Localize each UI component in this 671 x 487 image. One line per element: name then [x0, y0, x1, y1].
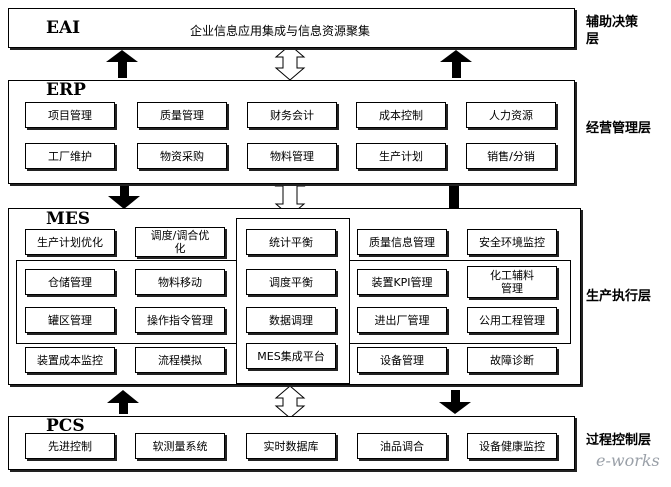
mes-box-data-reconciliation: 数据调理	[246, 307, 336, 333]
pcs-box-advanced-control: 先进控制	[25, 433, 115, 459]
layer-label-control: 过程控制层	[586, 433, 652, 448]
black-up-arrow-pcs-mes	[107, 390, 139, 414]
black-bar-erp-mes-right	[449, 184, 459, 208]
erp-box-project-mgmt: 项目管理	[25, 102, 115, 128]
pcs-box-soft-sensor: 软测量系统	[135, 433, 225, 459]
eai-subtitle: 企业信息应用集成与信息资源聚集	[190, 24, 371, 38]
mes-box-unit-kpi: 装置KPI管理	[357, 269, 447, 295]
erp-box-hr: 人力资源	[466, 102, 556, 128]
mes-box-warehouse: 仓储管理	[25, 269, 115, 295]
mes-box-plan-optimization: 生产计划优化	[25, 229, 115, 255]
mes-title: MES	[46, 209, 91, 229]
pcs-box-oil-blending: 油品调合	[357, 433, 447, 459]
erp-box-sales: 销售/分销	[466, 143, 556, 169]
mes-box-process-simulation: 流程模拟	[135, 347, 225, 373]
erp-box-finance: 财务会计	[247, 102, 337, 128]
erp-title: ERP	[46, 80, 86, 100]
mes-box-material-movement: 物料移动	[135, 269, 225, 295]
mes-box-equipment-mgmt: 设备管理	[357, 347, 447, 373]
erp-box-cost-control: 成本控制	[356, 102, 446, 128]
erp-box-procurement: 物资采购	[137, 143, 227, 169]
erp-box-production-plan: 生产计划	[356, 143, 446, 169]
mes-box-operation-instructions: 操作指令管理	[135, 307, 225, 333]
black-down-arrow-mes-pcs	[439, 390, 471, 414]
watermark-logo: e-works	[596, 451, 660, 470]
layer-label-management: 经营管理层	[586, 121, 652, 136]
mes-box-scheduling-optimization: 调度/调合优化	[135, 227, 225, 257]
mes-box-unit-cost: 装置成本监控	[25, 347, 115, 373]
mes-box-scheduling-balance: 调度平衡	[246, 269, 336, 295]
layer-label-execution: 生产执行层	[586, 289, 652, 304]
pcs-box-equipment-health: 设备健康监控	[467, 433, 557, 459]
black-up-arrow-left-eai	[106, 50, 138, 78]
layer-label-decision: 辅助决策层	[586, 15, 639, 47]
black-down-arrow-erp-mes	[108, 184, 140, 209]
mes-box-fault-diagnosis: 故障诊断	[467, 347, 557, 373]
mes-box-integration-platform: MES集成平台	[246, 343, 336, 369]
mes-box-chemical-aux: 化工辅料管理	[467, 266, 557, 298]
mes-box-safety-monitoring: 安全环境监控	[467, 229, 557, 255]
mes-box-quality-info: 质量信息管理	[357, 229, 447, 255]
pcs-title: PCS	[46, 416, 85, 436]
erp-box-plant-maintenance: 工厂维护	[25, 143, 115, 169]
eai-layer	[8, 8, 575, 48]
mes-box-tank-farm: 罐区管理	[25, 307, 115, 333]
black-up-arrow-right-eai	[440, 50, 472, 78]
mes-box-utilities: 公用工程管理	[467, 307, 557, 333]
pcs-box-realtime-db: 实时数据库	[246, 433, 336, 459]
double-arrow-eai-erp	[274, 44, 306, 81]
eai-title: EAI	[46, 18, 81, 38]
erp-box-material-mgmt: 物料管理	[247, 143, 337, 169]
double-arrow-mes-pcs	[274, 385, 306, 419]
erp-box-quality-mgmt: 质量管理	[137, 102, 227, 128]
mes-box-inout-mgmt: 进出厂管理	[357, 307, 447, 333]
mes-box-statistical-balance: 统计平衡	[246, 229, 336, 255]
